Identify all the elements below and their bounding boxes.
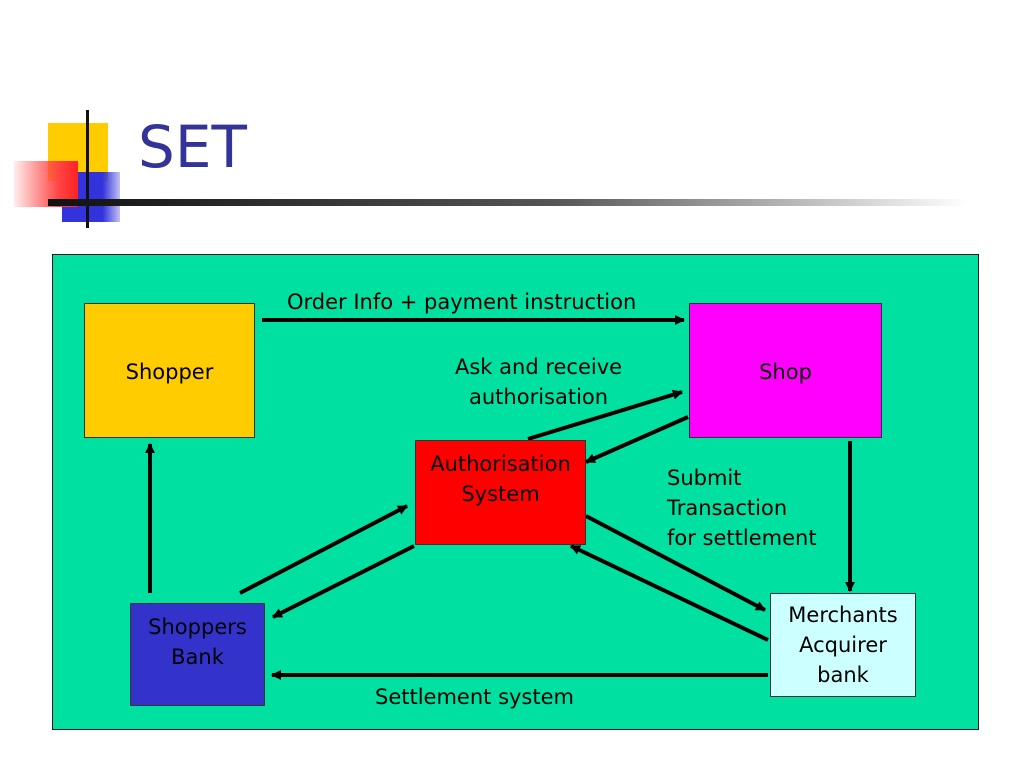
deco-vertical-line bbox=[86, 110, 89, 228]
shopper-node: Shopper bbox=[84, 303, 255, 438]
arrow-auth-to-shop bbox=[527, 389, 683, 441]
authorisation-system-line1: Authorisation bbox=[430, 452, 571, 476]
shoppers-bank-node: Shoppers Bank bbox=[130, 603, 265, 706]
merchants-acquirer-bank-line1: Merchants bbox=[788, 603, 898, 627]
submit-transaction-line2: Transaction bbox=[667, 496, 788, 520]
authorisation-system-line2: System bbox=[461, 482, 540, 506]
merchants-acquirer-bank-line3: bank bbox=[817, 663, 869, 687]
arrow-merchants-to-auth bbox=[570, 544, 769, 642]
submit-transaction-label: Submit Transaction for settlement bbox=[667, 463, 817, 553]
arrow-auth-to-merchants bbox=[585, 514, 766, 612]
submit-transaction-line1: Submit bbox=[667, 466, 742, 490]
authorisation-system-node: Authorisation System bbox=[415, 440, 586, 545]
submit-transaction-line3: for settlement bbox=[667, 526, 817, 550]
shopper-label: Shopper bbox=[125, 360, 214, 384]
shop-label: Shop bbox=[759, 360, 812, 384]
title-rule bbox=[48, 199, 968, 206]
arrow-auth-to-bank bbox=[272, 544, 415, 619]
slide-title: SET bbox=[138, 113, 247, 181]
order-info-label: Order Info + payment instruction bbox=[287, 290, 637, 314]
ask-auth-label: Ask and receive authorisation bbox=[455, 352, 622, 412]
settlement-system-label: Settlement system bbox=[375, 685, 574, 709]
arrow-bank-to-auth bbox=[239, 504, 408, 595]
shoppers-bank-line1: Shoppers bbox=[148, 615, 247, 639]
ask-auth-line2: authorisation bbox=[469, 385, 609, 409]
ask-auth-line1: Ask and receive bbox=[455, 355, 623, 379]
shop-node: Shop bbox=[689, 303, 882, 438]
arrow-shop-to-auth bbox=[585, 415, 689, 464]
merchants-acquirer-bank-node: Merchants Acquirer bank bbox=[770, 593, 916, 697]
shoppers-bank-line2: Bank bbox=[171, 645, 224, 669]
merchants-acquirer-bank-line2: Acquirer bbox=[799, 633, 887, 657]
